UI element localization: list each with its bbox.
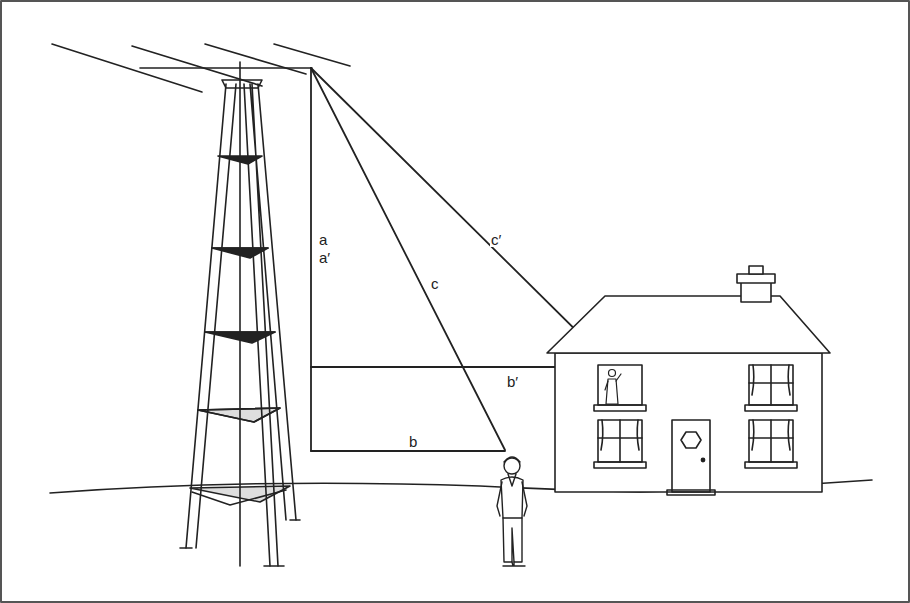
house-part (741, 282, 771, 302)
man-part (508, 474, 516, 486)
man-part (503, 518, 522, 562)
line-label: a (318, 232, 328, 247)
woman-at-window (605, 370, 621, 405)
window-part (745, 462, 797, 468)
door-part (672, 420, 710, 492)
window (745, 420, 797, 468)
antenna-tower-part (180, 520, 300, 566)
door (667, 420, 715, 495)
antenna-tower-part (205, 332, 275, 343)
yagi-antenna (52, 44, 350, 92)
window-part (745, 405, 797, 411)
path-lines-part (310, 68, 312, 451)
window-part (598, 420, 642, 462)
antenna-tower-part (212, 248, 268, 258)
window-part (598, 365, 642, 405)
man (497, 457, 527, 566)
yagi-antenna-part (132, 46, 262, 86)
antenna-tower-part (218, 156, 262, 164)
window-part (749, 420, 793, 462)
man-part (504, 458, 520, 474)
line-label: b′ (506, 374, 519, 389)
antenna-tower-part (192, 490, 286, 505)
door-part (681, 432, 701, 448)
line-label: c′ (490, 232, 502, 247)
window-part (749, 420, 793, 462)
line-label: a′ (318, 250, 331, 265)
antenna-tower-part (190, 486, 290, 502)
path-lines-part (311, 450, 505, 452)
house-part (749, 266, 763, 274)
man-part (504, 457, 520, 462)
house-part (547, 296, 830, 353)
yagi-antenna-part (52, 44, 202, 92)
line-label: c (430, 276, 440, 291)
window-part (598, 420, 642, 462)
door-part (701, 458, 704, 461)
window-part (594, 462, 646, 468)
man-part (497, 482, 527, 516)
yagi-antenna-part (274, 44, 350, 66)
house-part (737, 274, 775, 283)
man-part (501, 477, 523, 518)
window-part (594, 405, 646, 411)
line-label: b (408, 434, 418, 449)
window (745, 365, 797, 411)
antenna-tower (180, 62, 300, 566)
house (547, 266, 830, 495)
window-part (749, 365, 793, 405)
window (594, 420, 646, 468)
window (594, 365, 646, 411)
antenna-tower-part (186, 84, 296, 566)
window-part (749, 365, 793, 405)
woman-at-window-part (609, 370, 616, 377)
man-part (503, 562, 525, 566)
path-lines-part (311, 68, 505, 450)
door-part (667, 490, 715, 495)
antenna-tower-part (198, 248, 280, 422)
woman-at-window-part (605, 374, 621, 390)
path-lines-part (311, 68, 612, 366)
house-part (555, 353, 822, 492)
